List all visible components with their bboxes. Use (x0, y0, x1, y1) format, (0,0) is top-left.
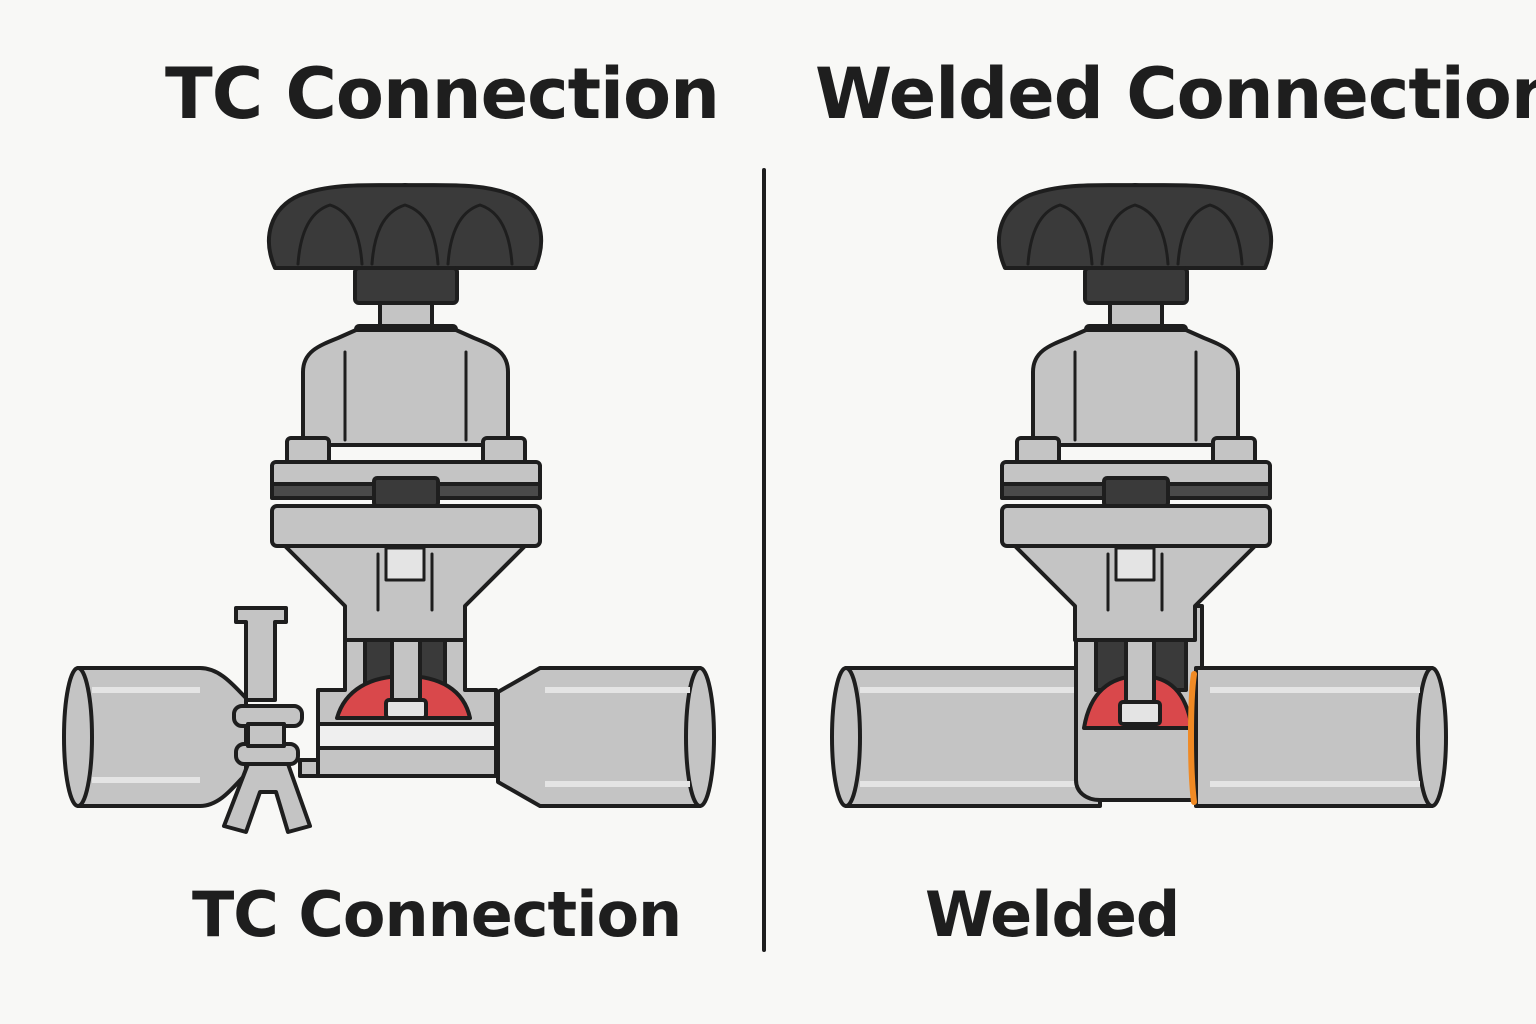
welded-connection-title: Welded Connection (815, 53, 1536, 135)
welded-right-pipe (1194, 666, 1448, 808)
panel-divider (762, 168, 766, 952)
tc-valve (62, 183, 716, 834)
tri-clamp-icon (222, 606, 312, 834)
right-pipe (496, 666, 716, 808)
tc-connection-title: TC Connection (165, 53, 720, 135)
welded-left-pipe (830, 666, 1102, 808)
tc-connection-caption: TC Connection (192, 878, 682, 951)
welded-valve (830, 183, 1448, 808)
welded-caption: Welded (925, 878, 1180, 951)
left-pipe (62, 666, 248, 808)
weld-seam-icon (1188, 671, 1197, 805)
